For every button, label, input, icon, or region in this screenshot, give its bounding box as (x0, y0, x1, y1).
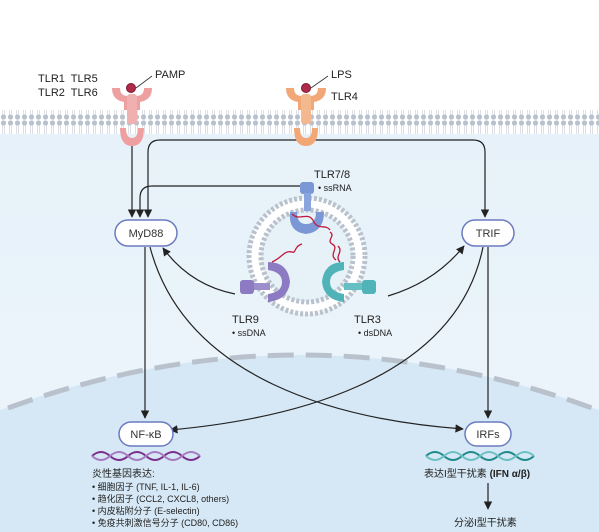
signaling-arrows (127, 139, 493, 510)
myd88-node: MyD88 (114, 219, 178, 247)
tlr4-receptor (286, 83, 326, 146)
ifn-expression-label: 表达I型干扰素 (IFN α/β) (424, 467, 530, 480)
inflammatory-item: • 细胞因子 (TNF, IL-1, IL-6) (92, 481, 200, 492)
trif-label: TRIF (476, 228, 501, 240)
inflammatory-title: 炎性基因表达: (92, 467, 155, 480)
tlr4-label: TLR4 (331, 91, 358, 103)
ifn-expression-prefix: 表达I型干扰素 (424, 467, 490, 480)
pamp-label: PAMP (155, 69, 185, 81)
inflammatory-item: • 趋化因子 (CCL2, CXCL8, others) (92, 493, 229, 504)
nucleus (0, 355, 599, 532)
inflammatory-item: • 内皮粘附分子 (E-selectin) (92, 505, 200, 516)
tlr3-receptor (322, 231, 376, 302)
irf-dna (425, 451, 535, 461)
lps-leader (310, 75, 329, 89)
tlr9-receptor (240, 243, 303, 302)
irfs-label: IRFs (476, 429, 500, 441)
tlr78-ligand: • ssRNA (318, 183, 352, 193)
tlr1-2-5-6-receptor (112, 83, 152, 146)
tlr9-ligand: • ssDNA (232, 328, 266, 338)
myd88-label: MyD88 (129, 228, 164, 240)
pamp-leader (135, 75, 153, 89)
nuclear-envelope (7, 352, 593, 411)
nfkb-dna (91, 451, 201, 461)
inflammatory-item: • 免疫共刺激信号分子 (CD80, CD86) (92, 517, 238, 528)
trif-node: TRIF (461, 219, 515, 247)
tlr3-label: TLR3 (354, 314, 381, 326)
endosome (246, 195, 368, 317)
nfkb-label: NF-κB (130, 429, 161, 441)
tlr-group-line2: TLR2 TLR6 (38, 87, 98, 99)
ifn-secretion-label: 分泌I型干扰素 (454, 516, 517, 529)
ifn-expression-bold: (IFN α/β) (490, 469, 531, 480)
lps-label: LPS (331, 69, 352, 81)
tlr78-label: TLR7/8 (314, 169, 350, 181)
tlr3-ligand: • dsDNA (358, 328, 392, 338)
irfs-node: IRFs (464, 421, 512, 447)
tlr7-8-receptor (289, 182, 331, 234)
nfkb-node: NF-κB (118, 421, 174, 447)
tlr9-label: TLR9 (232, 314, 259, 326)
tlr-group-line1: TLR1 TLR5 (38, 73, 98, 85)
